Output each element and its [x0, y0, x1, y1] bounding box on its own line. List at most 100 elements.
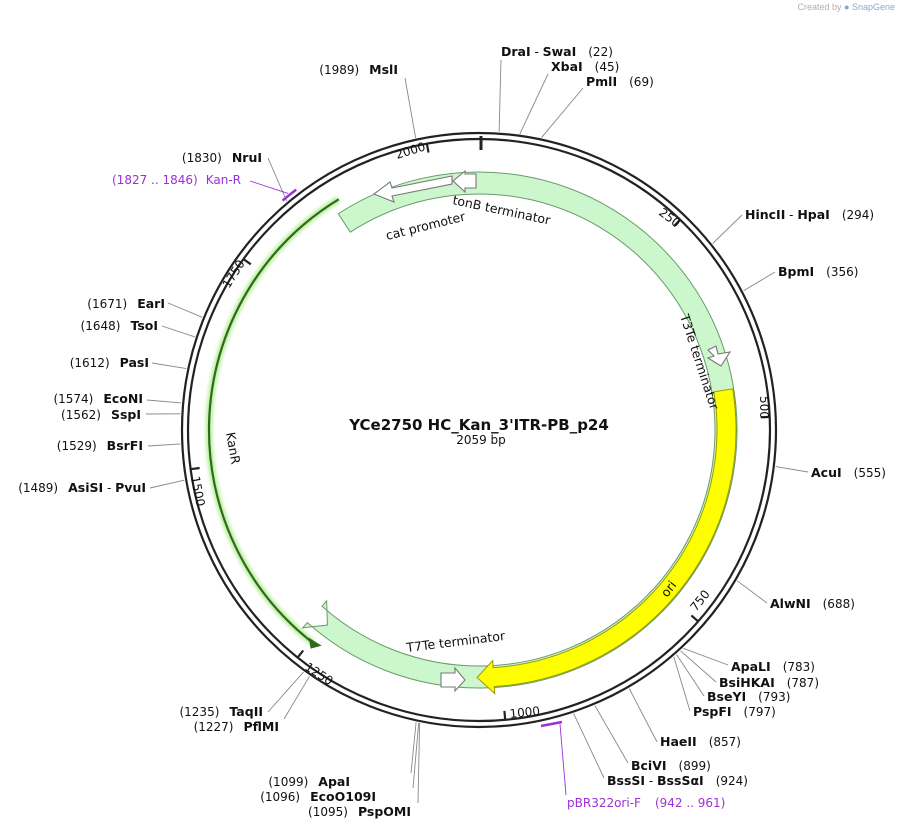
site-bsssi-bsssai-pos: (924) — [716, 774, 748, 788]
site-sspi: (1562) SspI — [61, 407, 141, 422]
alwni-leader — [736, 580, 768, 604]
pmli-leader — [541, 87, 584, 138]
tick-label-1250: 1250 — [302, 660, 335, 688]
site-bpmi-name: BpmI — [778, 264, 814, 279]
site-xbai-pos: (45) — [595, 60, 620, 74]
asisi-pvui-leader — [149, 479, 185, 489]
site-nrui: (1830)NruI — [182, 150, 262, 165]
site-bsssi-bsssai-name: BssSαI — [657, 773, 704, 788]
site-apali: ApaLI(783) — [731, 659, 815, 674]
site-eari-name: EarI — [137, 296, 165, 311]
site-drai-swai: DraI - SwaI(22) — [501, 44, 613, 59]
kan-r-primer-mark — [281, 188, 297, 202]
cat-promoter-label: cat promoter — [384, 208, 467, 242]
hincii-hpai-leader — [712, 214, 743, 244]
site-labels: (1989) MslI DraI - SwaI(22)XbaI(45)PmlI(69… — [18, 44, 886, 819]
site-bcivi-pos: (899) — [679, 759, 711, 773]
apali-leader — [683, 647, 729, 666]
drai-swai-leader — [498, 59, 502, 132]
apai-leader — [410, 722, 417, 774]
site-bsrfi-name: BsrFI — [107, 438, 143, 453]
tick-label-1750: 1750 — [220, 257, 248, 290]
site-pasi: (1612) PasI — [70, 355, 149, 370]
eari-leader — [167, 302, 203, 318]
primer-pbr322ori-f-range: (942 .. 961) — [655, 796, 725, 810]
site-bsrfi-pos: (1529) — [57, 439, 97, 453]
nrui-leader — [267, 157, 288, 202]
tick-mark-1250 — [296, 649, 305, 659]
site-apai-pos: (1099) — [268, 775, 308, 789]
site-msli: (1989) MslI — [319, 62, 398, 77]
site-leader-lines — [145, 59, 809, 804]
site-acui-name: AcuI — [811, 465, 842, 480]
features — [205, 169, 738, 695]
site-pspomi-pos: (1095) — [308, 805, 348, 819]
site-bsihkai: BsiHKAI(787) — [719, 675, 819, 690]
site-hincii-hpai-pos: (294) — [842, 208, 874, 222]
site-pmli: PmlI(69) — [586, 74, 654, 89]
site-alwni: AlwNI(688) — [770, 596, 855, 611]
site-tsoi-name: TsoI — [130, 318, 158, 333]
site-asisi-pvui-name: PvuI — [115, 480, 146, 495]
site-asisi-pvui-pos: (1489) — [18, 481, 58, 495]
kanr-label: KanR — [223, 431, 243, 466]
site-eari: (1671) EarI — [87, 296, 165, 311]
pbr322ori-f-primer-mark — [540, 720, 563, 728]
snapgene-logo-icon: ● — [844, 2, 850, 12]
plasmid-length: 2059 bp — [456, 433, 506, 447]
primer-pbr322ori-f-name: pBR322ori-F — [567, 796, 641, 810]
site-pasi-pos: (1612) — [70, 356, 110, 370]
site-sspi-name: SspI — [111, 407, 141, 422]
site-hincii-hpai-dash: - — [785, 208, 797, 222]
site-drai-swai-name: SwaI — [543, 44, 577, 59]
bseyi-leader — [676, 654, 705, 697]
primer-pbr322ori-f: pBR322ori-F (942 .. 961) — [567, 796, 725, 810]
taqii-leader — [267, 671, 304, 713]
primer-kan-r-range: (1827 .. 1846) — [112, 173, 198, 187]
site-pspfi-pos: (797) — [744, 705, 776, 719]
site-eari-pos: (1671) — [87, 297, 127, 311]
site-pasi-name: PasI — [120, 355, 149, 370]
watermark-brand: SnapGene — [851, 2, 895, 12]
site-xbai: XbaI(45) — [551, 59, 619, 74]
kanr-line — [207, 198, 340, 644]
backbone — [180, 131, 778, 729]
plasmid-name: YCe2750 HC_Kan_3'ITR-PB_p24 — [348, 416, 609, 434]
site-bseyi: BseYI(793) — [707, 689, 790, 704]
bsssi-bsssai-leader — [573, 713, 605, 779]
site-apai: (1099) ApaI — [268, 774, 350, 789]
site-acui: AcuI(555) — [811, 465, 886, 480]
site-drai-swai-name: DraI — [501, 44, 531, 59]
site-drai-swai-dash: - — [531, 45, 543, 59]
site-bpmi: BpmI (356) — [778, 264, 858, 279]
site-ecoo109i: (1096)EcoO109I — [260, 789, 376, 804]
tick-label-500: 500 — [757, 396, 771, 419]
watermark: Created by ● SnapGene — [797, 2, 895, 12]
site-msli-name: MslI — [369, 62, 398, 77]
site-pspomi: (1095)PspOMI — [308, 804, 411, 819]
site-bseyi-name: BseYI — [707, 689, 746, 704]
backbone-outer-strand — [180, 131, 778, 729]
site-msli-pos: (1989) — [319, 63, 359, 77]
site-bsihkai-pos: (787) — [787, 676, 819, 690]
site-sspi-pos: (1562) — [61, 408, 101, 422]
site-taqii-pos: (1235) — [179, 705, 219, 719]
bsrfi-leader — [147, 443, 181, 447]
site-hincii-hpai-name: HpaI — [797, 207, 830, 222]
backbone-inner-strand — [186, 137, 772, 723]
ecoo109i-leader — [412, 722, 420, 789]
tick-mark-1750 — [242, 258, 252, 266]
tick-mark-2000 — [425, 143, 430, 153]
site-bpmi-pos: (356) — [826, 265, 858, 279]
site-bcivi-name: BciVI — [631, 758, 667, 773]
site-apai-name: ApaI — [318, 774, 350, 789]
site-pmli-name: PmlI — [586, 74, 617, 89]
site-hincii-hpai: HincII - HpaI(294) — [745, 207, 874, 222]
tonb-terminator-arrow — [452, 169, 477, 194]
msli-leader — [404, 77, 417, 138]
bsihkai-leader — [680, 650, 717, 683]
bpmi-leader — [743, 271, 776, 292]
site-bsrfi: (1529) BsrFI — [57, 438, 143, 453]
kan-r-primer-leader — [249, 180, 289, 194]
